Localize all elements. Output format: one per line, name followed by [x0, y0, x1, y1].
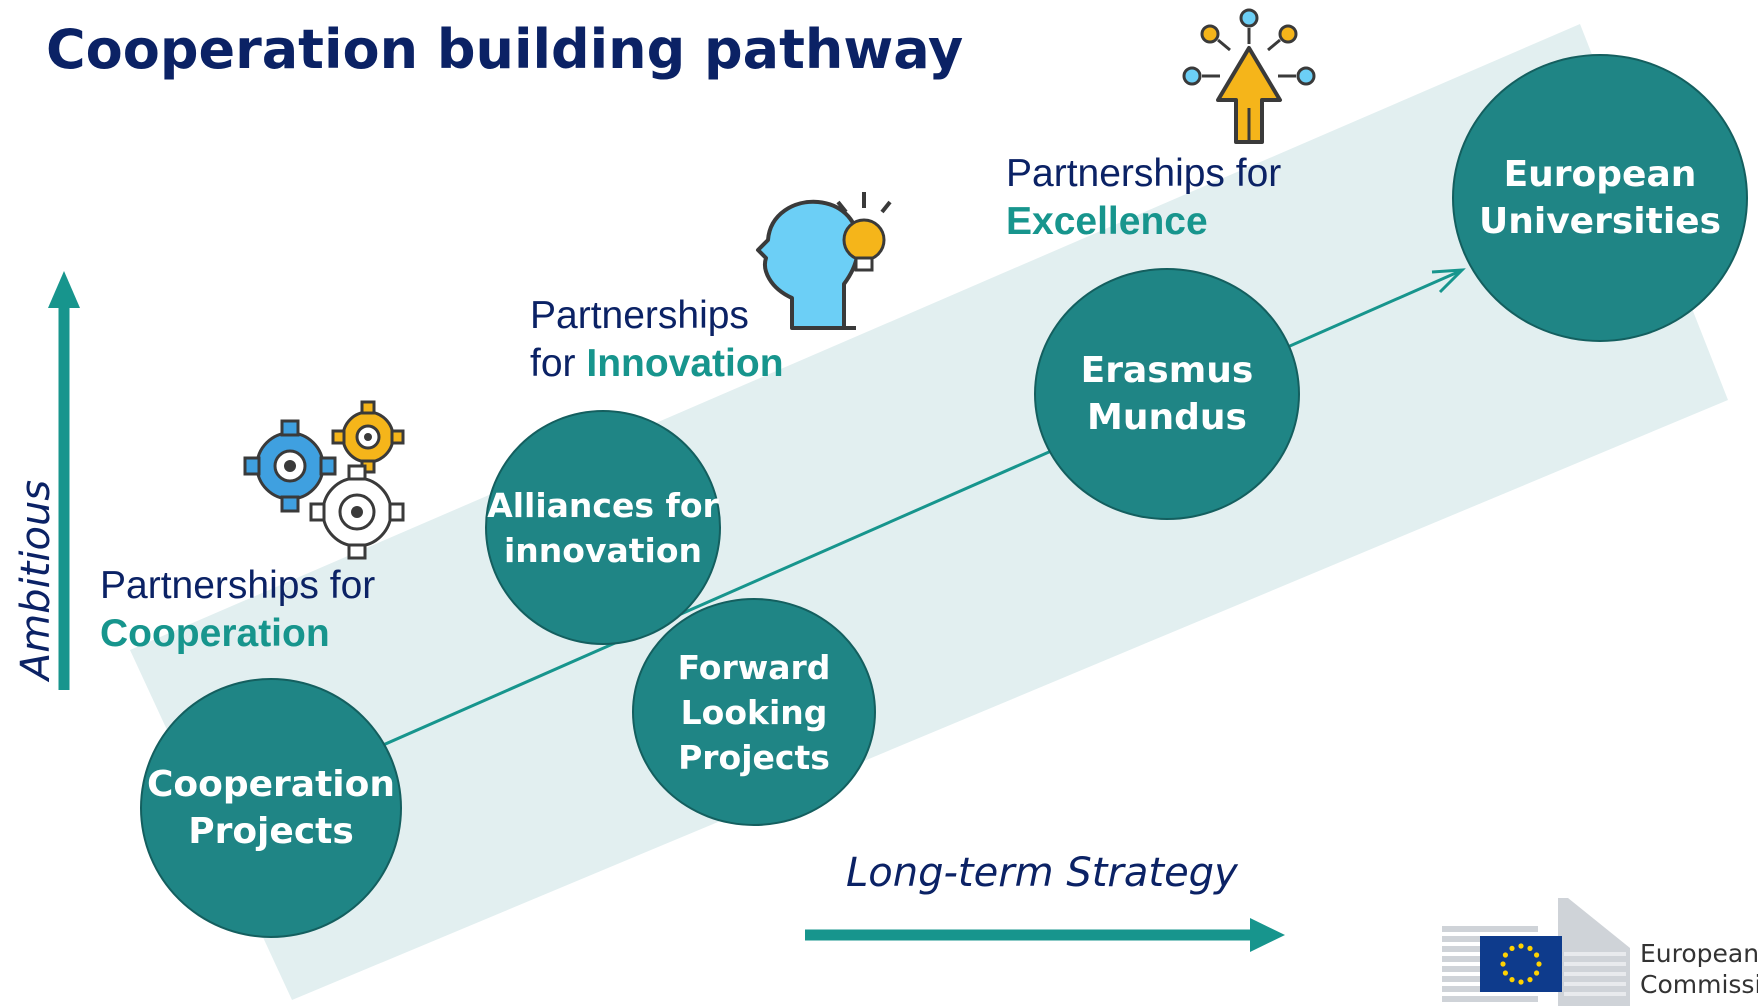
node-label: Erasmus Mundus [1080, 350, 1254, 438]
node-cooperation-projects: Cooperation Projects [140, 678, 402, 938]
label-partnerships-cooperation: Partnerships for Cooperation [100, 562, 375, 658]
node-european-universities: European Universities [1452, 54, 1748, 342]
eu-flag-icon [1480, 936, 1562, 992]
european-commission-logo: European Commission [1440, 896, 1758, 1006]
pathway-band [130, 24, 1728, 1000]
idea-head-icon [756, 192, 892, 330]
node-erasmus-mundus: Erasmus Mundus [1034, 268, 1300, 520]
axis-label-ambitious: Ambitious [6, 475, 66, 685]
axis-label-text: Ambitious [13, 479, 60, 681]
node-label: European Universities [1479, 154, 1721, 242]
node-forward-looking-projects: Forward Looking Projects [632, 598, 876, 826]
node-label: Cooperation Projects [146, 764, 396, 852]
label-prefix-2: for [530, 342, 576, 385]
label-partnerships-excellence: Partnerships for Excellence [1006, 150, 1281, 246]
label-partnerships-innovation: Partnerships for Innovation [530, 292, 784, 388]
gears-icon [243, 400, 405, 560]
node-alliances-for-innovation: Alliances for innovation [485, 410, 721, 645]
pathway-arrowhead [1431, 268, 1466, 294]
label-prefix: Partnerships for [1006, 152, 1282, 195]
label-prefix: Partnerships [530, 294, 749, 337]
label-prefix: Partnerships for [100, 564, 376, 607]
label-emphasis: Excellence [1006, 200, 1208, 243]
axis-label-long-term-strategy: Long-term Strategy [846, 850, 1238, 896]
node-label: Alliances for innovation [487, 485, 719, 570]
label-emphasis: Cooperation [100, 612, 330, 655]
node-label: Forward Looking Projects [677, 647, 831, 777]
ec-logo-text: European Commission [1640, 939, 1758, 999]
rocket-arrow-icon [1182, 8, 1316, 144]
page-title: Cooperation building pathway [46, 18, 964, 81]
label-emphasis: Innovation [586, 342, 784, 385]
ambitious-arrowhead [48, 271, 80, 308]
strategy-arrowhead [1250, 918, 1285, 952]
